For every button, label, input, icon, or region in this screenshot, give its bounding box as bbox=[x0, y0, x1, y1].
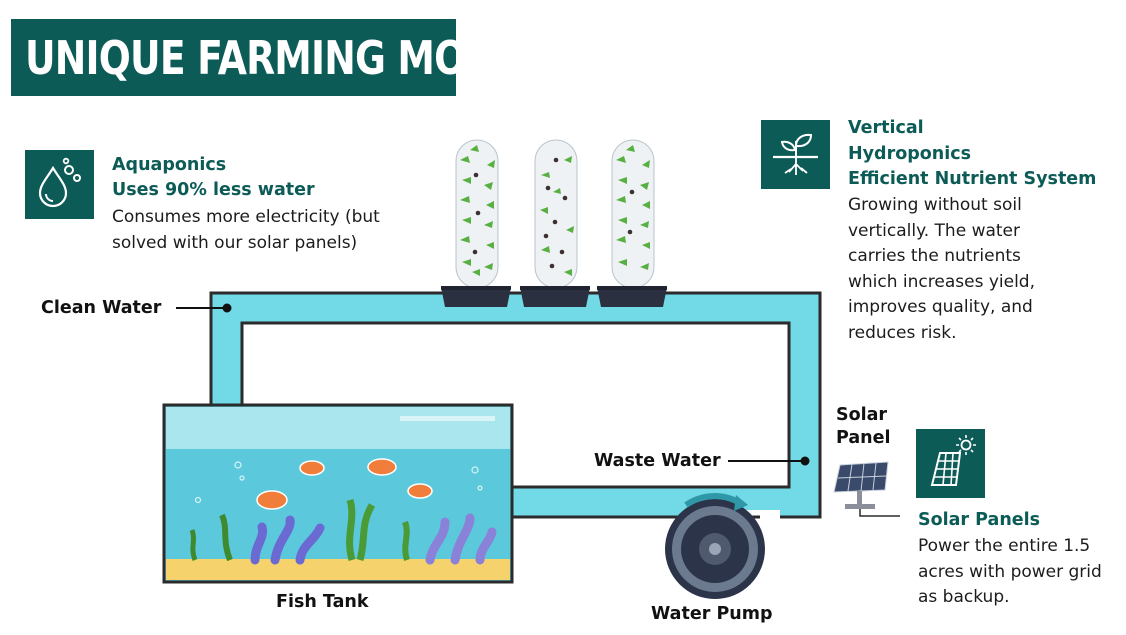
water-pump bbox=[665, 493, 780, 599]
vertical-tower-1 bbox=[455, 139, 499, 289]
water-drop-icon bbox=[25, 150, 94, 219]
solar-panel-label-line2: Panel bbox=[836, 428, 891, 448]
vertical-heading-line1: Vertical bbox=[848, 118, 924, 138]
vertical-tower-3 bbox=[611, 139, 655, 289]
title-banner: UNIQUE FARMING MODEL bbox=[11, 19, 545, 96]
vertical-subheading: Efficient Nutrient System bbox=[848, 169, 1097, 189]
aquaponics-description: Consumes more electricity (but solved wi… bbox=[112, 207, 380, 253]
clean-water-label: Clean Water bbox=[41, 298, 162, 318]
page-title: UNIQUE FARMING MODEL bbox=[25, 31, 545, 85]
solar-panel-sun-icon bbox=[916, 429, 985, 498]
solar-description: Power the entire 1.5 acres with power gr… bbox=[918, 536, 1102, 607]
leader-lines bbox=[176, 303, 810, 466]
vertical-heading-line2: Hydroponics bbox=[848, 144, 972, 164]
tower-pots bbox=[441, 286, 667, 307]
water-pump-label: Water Pump bbox=[651, 604, 773, 624]
sprout-roots-icon bbox=[761, 120, 830, 189]
vertical-tower-2 bbox=[534, 139, 578, 289]
solar-panel-graphic bbox=[833, 461, 900, 517]
fish-tank bbox=[162, 403, 514, 584]
vertical-description: Growing without soil vertically. The wat… bbox=[848, 195, 1035, 343]
aquaponics-heading: Aquaponics bbox=[112, 155, 227, 175]
solar-panel-label-line1: Solar bbox=[836, 405, 888, 425]
waste-water-label: Waste Water bbox=[594, 451, 721, 471]
solar-heading: Solar Panels bbox=[918, 510, 1041, 530]
aquaponics-subheading: Uses 90% less water bbox=[112, 180, 315, 200]
fish-tank-label: Fish Tank bbox=[276, 592, 369, 612]
